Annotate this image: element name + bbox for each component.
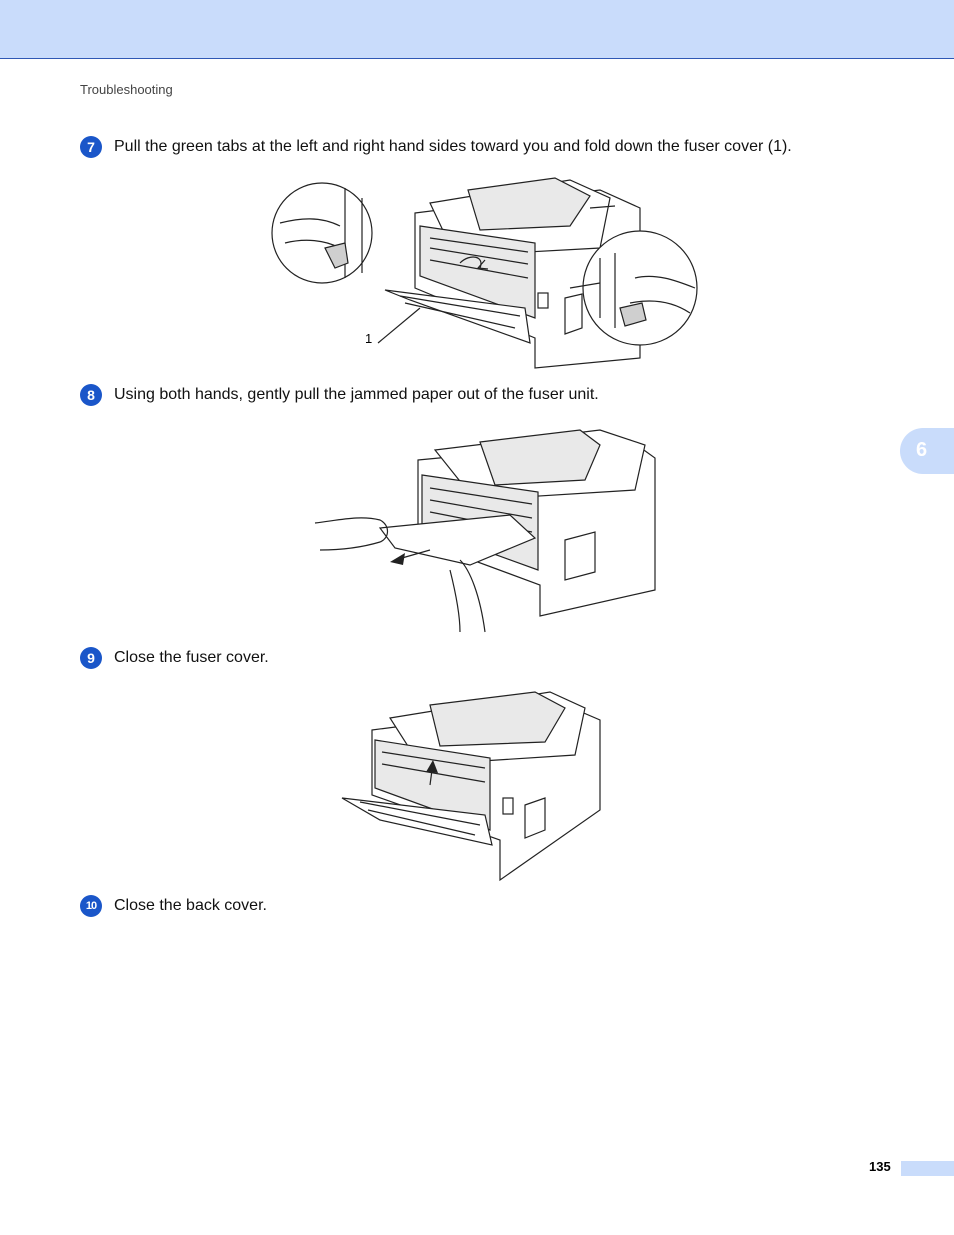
chapter-tab[interactable]: 6 [900,428,954,474]
chapter-tab-label: 6 [916,439,928,461]
magnify-left [271,182,373,284]
breadcrumb: Troubleshooting [80,82,173,97]
callout-1: 1 [365,331,372,346]
step-text: Close the back cover. [114,897,267,914]
step-text: Pull the green tabs at the left and righ… [114,138,792,155]
jammed-paper [378,514,537,566]
step-9: 9 Close the fuser cover. [80,647,269,669]
step-number-badge: 9 [80,647,102,669]
header-band [0,0,954,59]
step-number-badge: 8 [80,384,102,406]
step-number-badge: 10 [80,895,102,917]
step-7: 7 Pull the green tabs at the left and ri… [80,136,792,158]
figure-pull-jammed-paper [314,429,656,633]
page-number: 135 [869,1159,891,1174]
step-number-badge: 7 [80,136,102,158]
page-number-bar [901,1161,954,1176]
figure-open-fuser-cover: 1 [271,177,698,369]
step-10: 10 Close the back cover. [80,895,267,917]
step-text: Close the fuser cover. [114,649,269,666]
step-text: Using both hands, gently pull the jammed… [114,386,599,403]
magnify-right [582,230,698,346]
figure-close-fuser-cover [341,691,601,882]
step-8: 8 Using both hands, gently pull the jamm… [80,384,599,406]
